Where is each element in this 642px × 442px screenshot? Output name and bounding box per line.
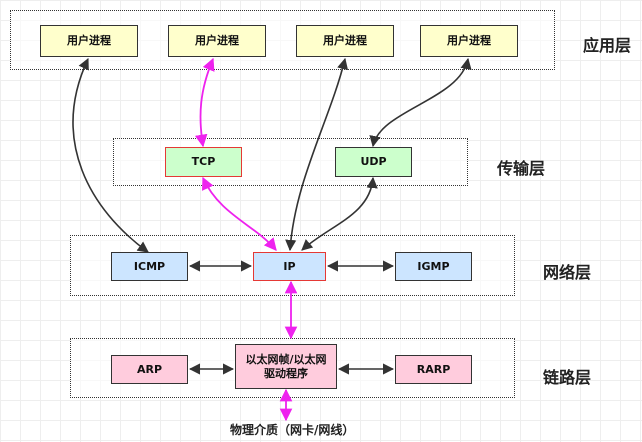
ethernet-driver-box: 以太网帧/以太网 驱动程序 — [235, 344, 337, 389]
user-process-3: 用户进程 — [296, 25, 394, 57]
link-layer-label: 链路层 — [543, 368, 592, 387]
physical-medium-label: 物理介质（网卡/网线） — [230, 423, 355, 437]
arrow-user2-tcp — [194, 57, 215, 148]
transport-layer-label: 传输层 — [497, 159, 546, 178]
arrow-user1-icmp — [72, 57, 149, 253]
arrow-user4-udp — [369, 57, 472, 148]
tcp-box: TCP — [165, 147, 242, 177]
udp-box: UDP — [335, 147, 412, 177]
arp-box: ARP — [111, 355, 188, 384]
user-process-1: 用户进程 — [40, 25, 138, 57]
user-process-2: 用户进程 — [168, 25, 266, 57]
igmp-box: IGMP — [395, 252, 472, 281]
arrow-tcp-ip — [202, 176, 277, 251]
application-layer-label: 应用层 — [583, 36, 632, 55]
network-layer-label: 网络层 — [543, 263, 592, 282]
ip-box: IP — [253, 252, 326, 281]
icmp-box: ICMP — [111, 252, 188, 281]
user-process-4: 用户进程 — [420, 25, 518, 57]
rarp-box: RARP — [395, 355, 472, 384]
arrow-udp-ip — [301, 176, 378, 251]
arrow-user3-ip — [285, 57, 349, 252]
